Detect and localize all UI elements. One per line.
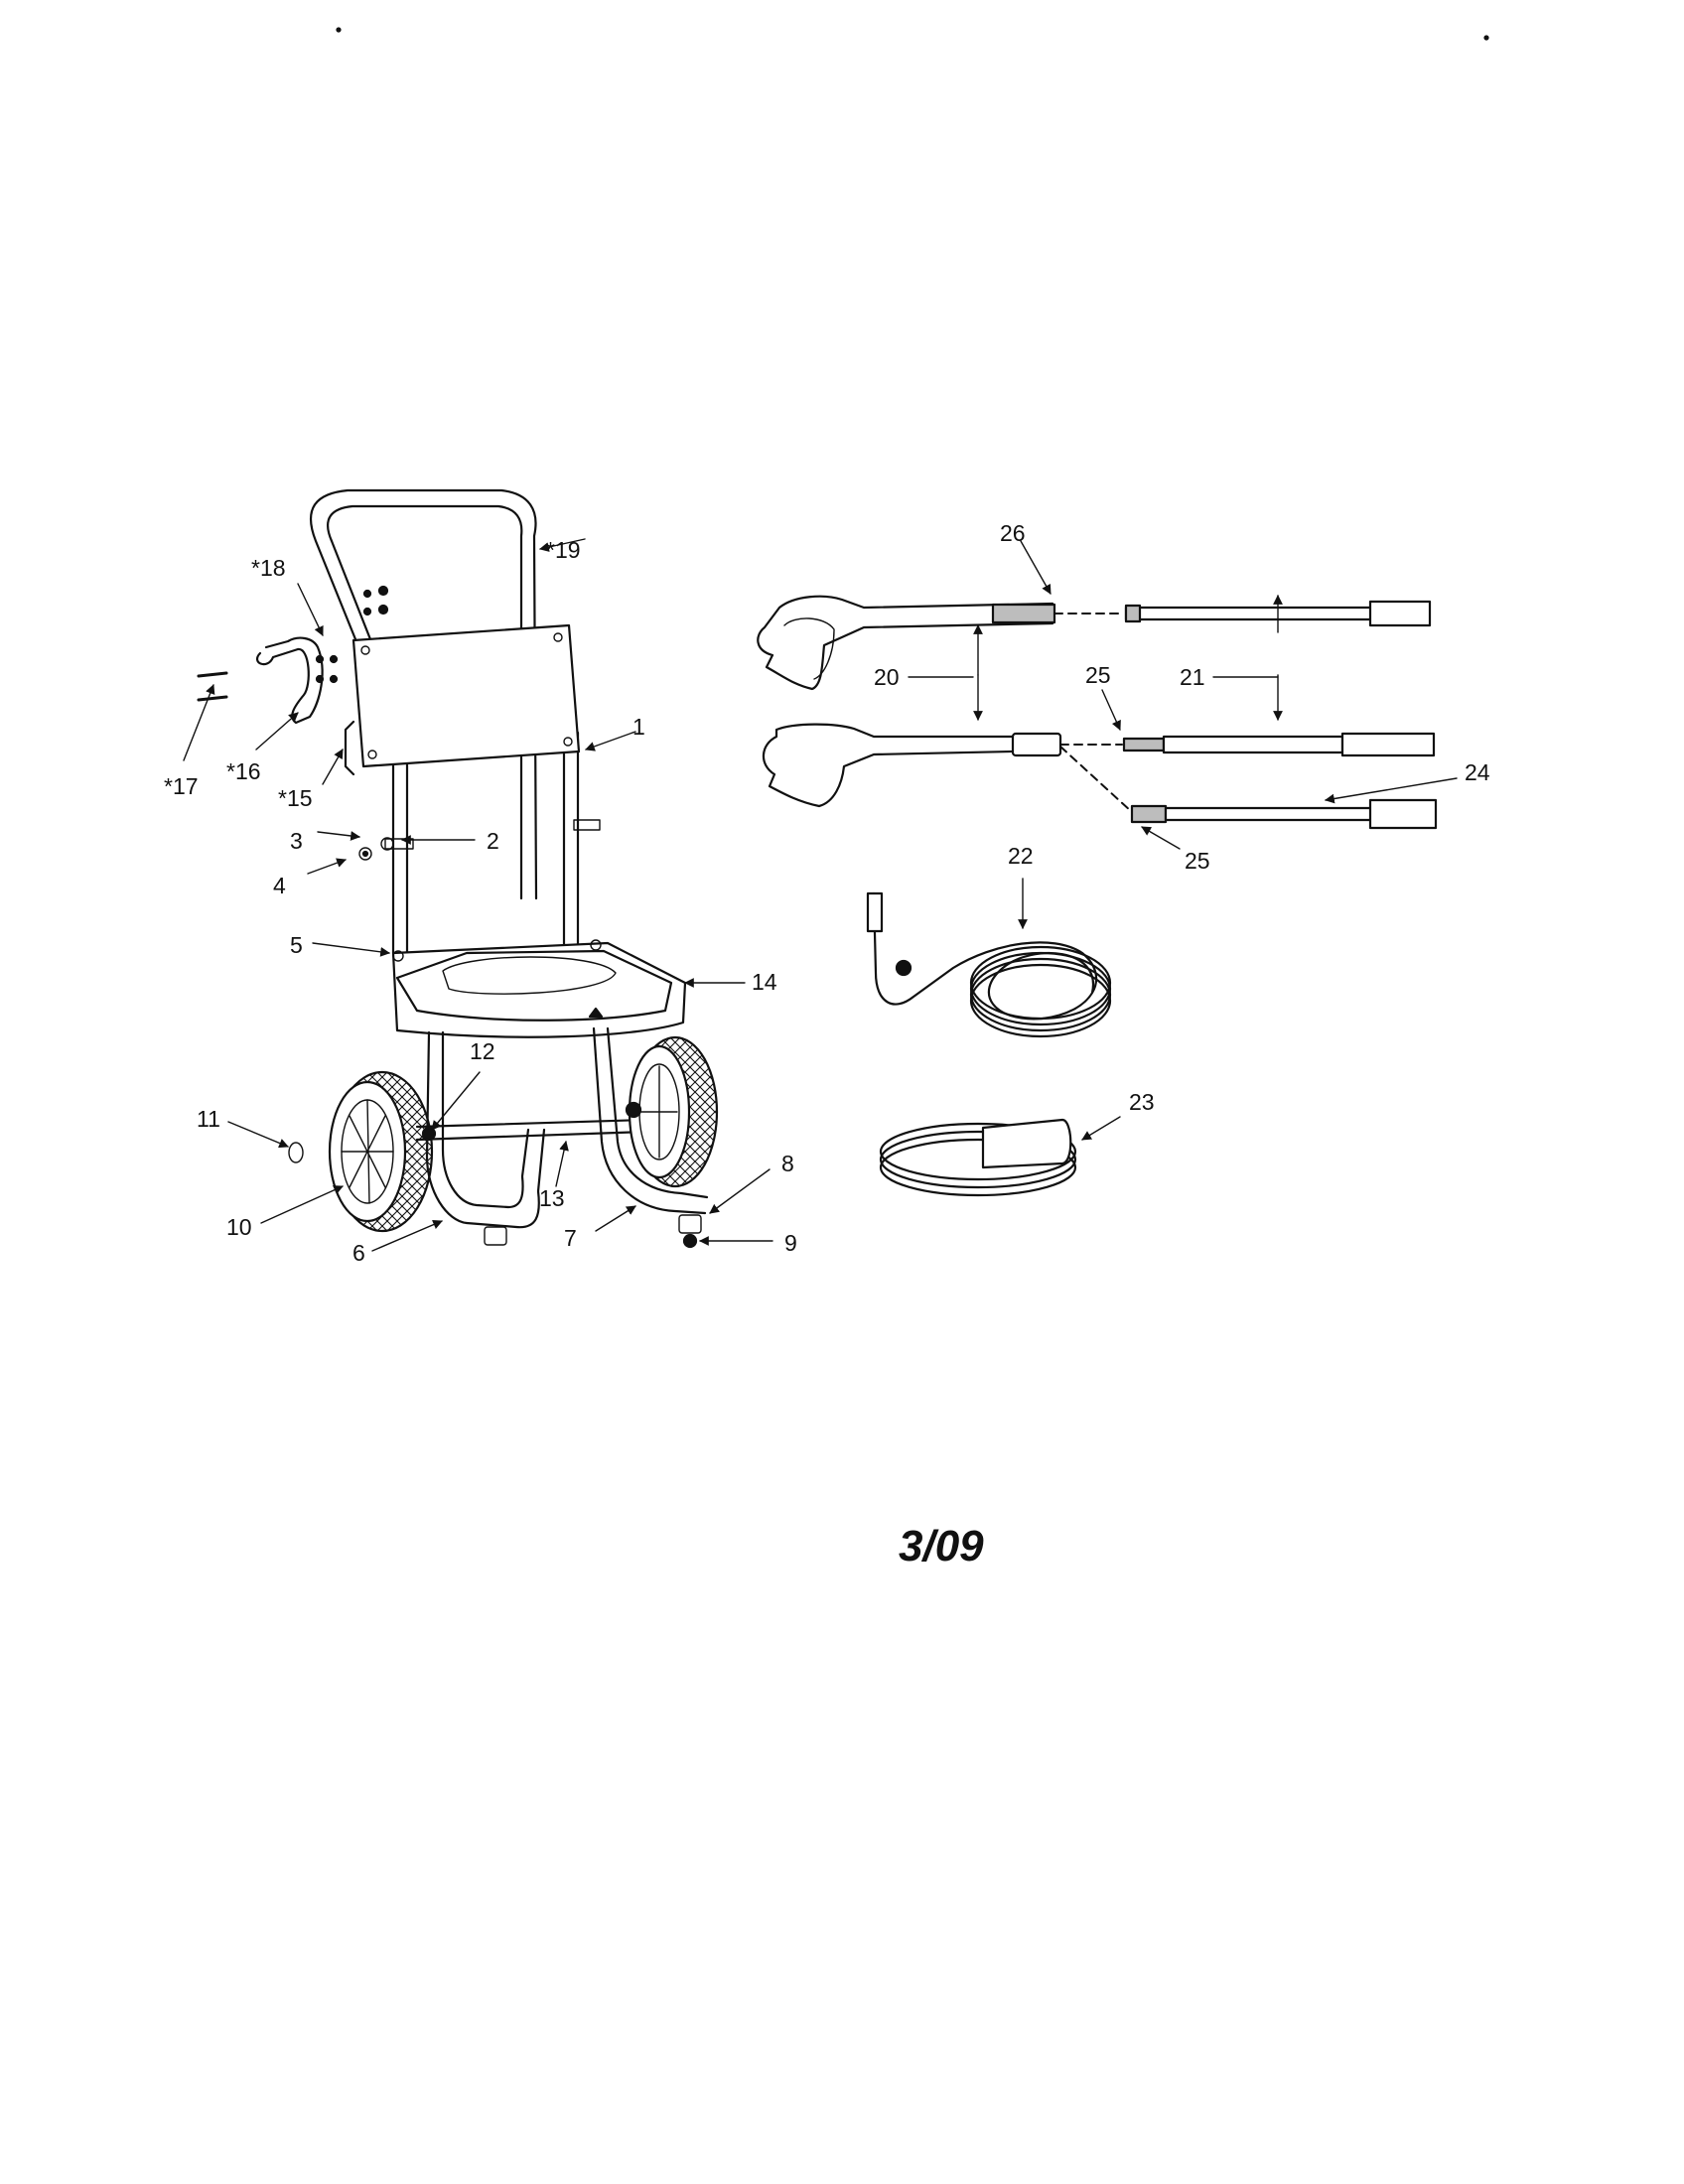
callout-labels: 1 2 3 4 5 6 7 8 9 10 11 12 13 14 *15 *16… (164, 520, 1490, 1570)
callout-21: 21 (1180, 664, 1205, 690)
callout-3: 3 (290, 828, 303, 854)
callout-7: 7 (564, 1225, 577, 1251)
nozzle-tip-upper (1122, 737, 1166, 752)
callout-23: 23 (1129, 1089, 1155, 1115)
callout-2: 2 (487, 828, 499, 854)
wand-turbo (1164, 806, 1376, 822)
callout-25-upper: 25 (1085, 662, 1111, 688)
callout-24: 24 (1465, 759, 1490, 785)
wand-lower (1162, 735, 1344, 754)
date-code: 3/09 (899, 1522, 984, 1570)
inlet-filter (981, 1118, 1072, 1169)
callout-26: 26 (1000, 520, 1026, 546)
spray-gun-upper (757, 595, 1054, 691)
handle-grip (344, 720, 355, 776)
spray-gun-lower (762, 723, 1059, 808)
frame-panel (351, 623, 581, 768)
callout-18: *18 (251, 555, 286, 581)
hubcap (288, 1142, 304, 1163)
frame-handle (310, 488, 538, 900)
callout-10: 10 (226, 1214, 252, 1240)
cart-frame-assembly (197, 488, 719, 1249)
callout-4: 4 (273, 873, 286, 898)
callout-16: *16 (226, 758, 261, 784)
callout-11: 11 (197, 1106, 220, 1132)
callout-17: *17 (164, 773, 199, 799)
callout-6: 6 (352, 1240, 365, 1266)
callout-9: 9 (784, 1230, 797, 1256)
callout-19: *19 (546, 537, 581, 563)
callout-15: *15 (278, 785, 313, 811)
callout-8: 8 (781, 1151, 794, 1176)
high-pressure-hose (872, 891, 1098, 1021)
callout-20: 20 (874, 664, 900, 690)
callout-22: 22 (1008, 843, 1034, 869)
nozzle-tip-lower (1130, 804, 1168, 824)
hose-assembly (866, 891, 1112, 1197)
spray-gun-assembly (757, 595, 1438, 830)
callout-1: 1 (632, 714, 645, 740)
callout-5: 5 (290, 932, 303, 958)
hose-hook (256, 636, 324, 725)
screw (197, 671, 228, 678)
leader-arrows (183, 538, 1458, 1252)
wand-upper (1124, 606, 1386, 621)
callout-12: 12 (470, 1038, 495, 1064)
garden-hose (879, 1122, 1077, 1181)
base-tray (391, 941, 687, 1038)
callout-13: 13 (539, 1185, 565, 1211)
callout-25-lower: 25 (1185, 848, 1210, 874)
callout-14: 14 (752, 969, 777, 995)
